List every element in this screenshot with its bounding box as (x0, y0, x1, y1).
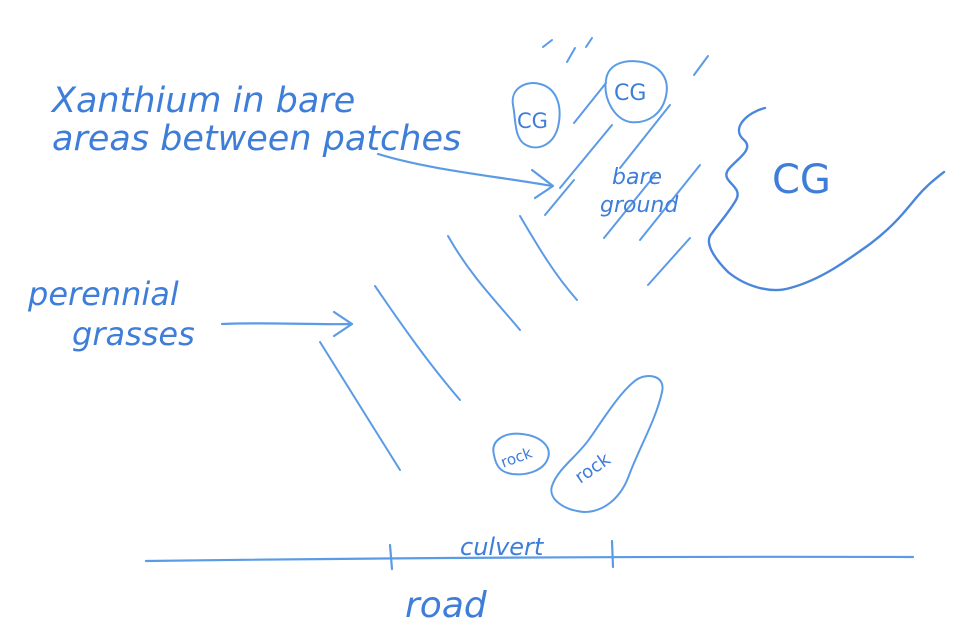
cg-patch-boundary (707, 106, 946, 292)
grass-stroke (573, 82, 607, 124)
perennial-label-line2: grasses (72, 315, 195, 353)
cg-patch-small-1: CG (511, 82, 561, 149)
rock-large: rock (550, 375, 664, 513)
perennial-grass-strokes (319, 37, 709, 471)
perennial-label-line1: perennial (27, 275, 179, 313)
perennial-arrow-head (332, 310, 354, 338)
grass-stroke (585, 37, 593, 48)
grass-stroke (519, 215, 578, 301)
rock-small-label: rock (498, 444, 534, 472)
cg-patch-small-2: CG (604, 60, 668, 124)
culvert-tick-right (610, 539, 615, 569)
bare-ground-label: bare ground (600, 165, 679, 218)
grass-stroke (544, 179, 575, 216)
cg-patch-outline (604, 60, 668, 124)
grass-stroke (647, 237, 691, 286)
grass-stroke (447, 235, 521, 331)
grass-stroke (559, 124, 613, 189)
grass-stroke (566, 47, 576, 63)
xanthium-annotation: Xanthium in bare areas between patches (50, 81, 555, 200)
rock-outline (492, 432, 550, 476)
culvert-tick-left (388, 543, 394, 571)
xanthium-label-line2: areas between patches (52, 119, 461, 159)
rock-outline (550, 375, 664, 513)
grass-stroke (693, 55, 709, 76)
bare-label-line1: bare (612, 165, 662, 190)
grass-stroke (319, 341, 401, 471)
xanthium-arrow-head (530, 168, 555, 200)
rock-small: rock (492, 432, 550, 476)
cg-patch-large: CG (707, 106, 946, 292)
xanthium-label-line1: Xanthium in bare (50, 81, 355, 121)
grass-stroke (619, 104, 671, 169)
road-group: culvert road (144, 533, 915, 626)
road-label: road (405, 585, 488, 626)
cg-small-label: CG (614, 81, 646, 106)
cg-small-label: CG (517, 109, 548, 133)
cg-patch-outline (511, 82, 561, 149)
grass-stroke (374, 285, 461, 401)
cg-large-label: CG (772, 157, 831, 203)
road-line (144, 555, 915, 563)
bare-label-line2: ground (600, 193, 679, 218)
rock-large-label: rock (571, 449, 615, 489)
grass-stroke (639, 164, 701, 241)
grass-stroke (603, 174, 656, 239)
grass-stroke (542, 39, 553, 48)
perennial-annotation: perennial grasses (27, 275, 354, 353)
perennial-arrow-shaft (220, 322, 354, 326)
culvert-label: culvert (460, 533, 545, 561)
xanthium-arrow-shaft (376, 152, 554, 188)
